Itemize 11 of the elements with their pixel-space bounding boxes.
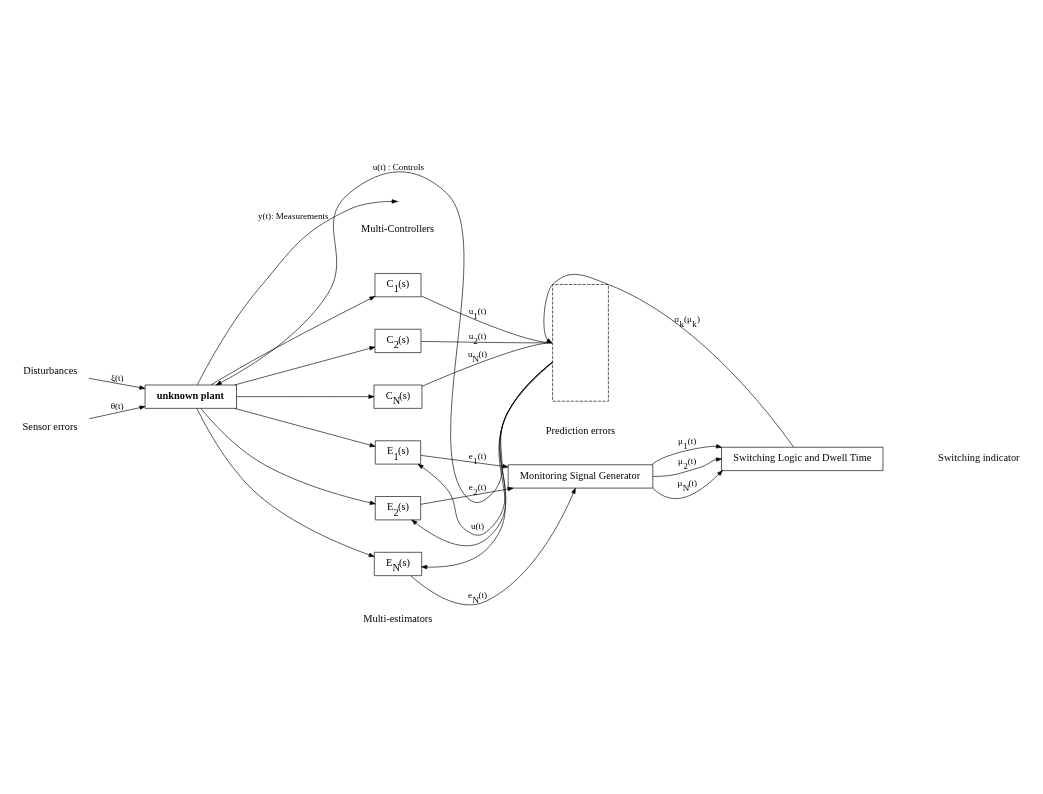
label: Switching indicator bbox=[938, 452, 1020, 464]
label: Multi-Controllers bbox=[361, 222, 435, 234]
label: Multi-estimators bbox=[363, 613, 433, 625]
edge-label: θ(t) bbox=[110, 401, 124, 412]
edge-label: u(t) bbox=[470, 521, 485, 532]
label: Prediction errors bbox=[545, 424, 616, 436]
edge-label: y(t): Measurements bbox=[257, 211, 329, 222]
edge-label: ξ(t) bbox=[111, 372, 124, 383]
node-text: Sensor errors bbox=[22, 420, 78, 432]
node-text: Disturbances bbox=[23, 364, 78, 376]
edge-label: u(t) : Controls bbox=[372, 161, 425, 172]
